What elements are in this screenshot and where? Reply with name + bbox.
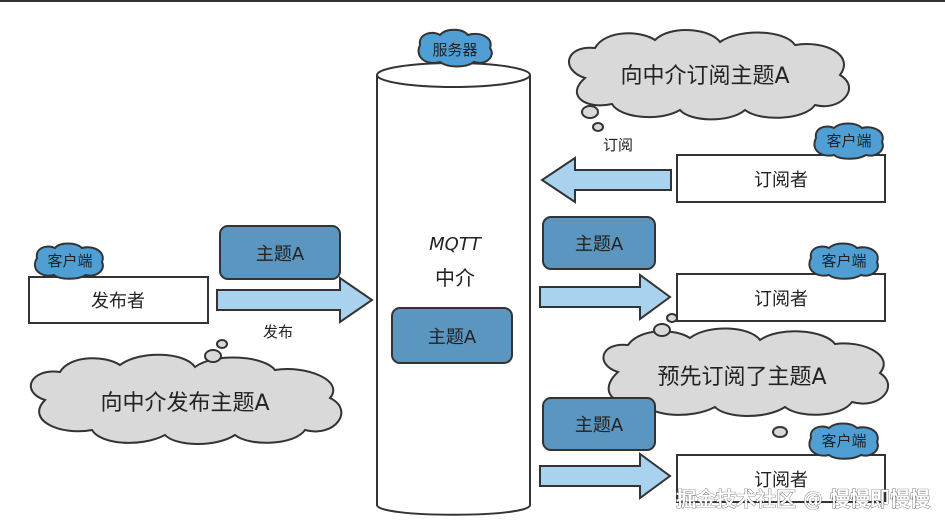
subscriber-2-box <box>676 273 886 322</box>
deliver-arrow-2 <box>539 273 672 321</box>
subscriber-2-topic-text: 主题A <box>575 234 624 255</box>
server-badge-text: 服务器 <box>432 41 477 59</box>
mqtt-server-cylinder: MQTT 中介 主题A <box>376 62 531 516</box>
deliver-arrow-3 <box>539 452 672 500</box>
subscriber-3-topic-text: 主题A <box>575 415 624 436</box>
preset-subscribe-thought-cloud: 预先订阅了主题A <box>602 313 890 438</box>
subscriber-2-client: 订阅者 客户端 <box>676 242 886 322</box>
subscriber-2-label: 订阅者 <box>754 289 808 310</box>
preset-subscribe-thought-text: 预先订阅了主题A <box>657 365 826 390</box>
subscribe-arrow <box>540 156 672 204</box>
subscriber-1-badge-text: 客户端 <box>826 132 871 150</box>
subscriber-1-label: 订阅者 <box>754 170 808 191</box>
publish-arrow <box>216 276 374 324</box>
subscriber-3-topic-packet: 主题A <box>542 397 656 451</box>
subscriber-3-client: 订阅者 客户端 <box>676 422 886 503</box>
subscriber-3-badge-cloud <box>808 422 879 460</box>
publisher-label: 发布者 <box>91 291 145 312</box>
publisher-badge-text: 客户端 <box>47 252 92 270</box>
subscriber-1-client: 订阅者 客户端 <box>676 122 886 203</box>
publish-action-label: 发布 <box>263 323 293 341</box>
subscriber-3-label: 订阅者 <box>754 470 808 491</box>
publisher-topic-text: 主题A <box>256 244 305 265</box>
server-name-line2: 中介 <box>435 266 475 290</box>
subscriber-2-badge-cloud <box>808 242 879 280</box>
subscribe-thought-cloud: 向中介订阅主题A <box>568 29 851 132</box>
publisher-badge-cloud <box>34 242 104 280</box>
subscribe-thought-text: 向中介订阅主题A <box>620 64 789 89</box>
server-badge: 服务器 <box>417 28 493 68</box>
subscriber-2-topic-packet: 主题A <box>542 216 656 270</box>
publisher-client: 发布者 客户端 <box>28 242 209 324</box>
server-topic-text: 主题A <box>428 327 477 348</box>
publish-thought-text: 向中介发布主题A <box>100 391 269 416</box>
publish-thought-cloud: 向中介发布主题A <box>29 339 343 445</box>
subscriber-2-badge-text: 客户端 <box>821 252 866 270</box>
server-topic-box <box>391 307 513 364</box>
server-name-line1: MQTT <box>429 234 483 255</box>
subscriber-3-badge-text: 客户端 <box>821 432 866 450</box>
subscriber-1-box <box>676 154 886 203</box>
subscriber-1-badge-cloud <box>813 122 884 160</box>
subscribe-action-label: 订阅 <box>603 136 633 154</box>
publisher-topic-packet: 主题A <box>219 225 341 280</box>
publisher-box <box>28 276 209 324</box>
watermark-text: 掘金技术社区 @ 慢慢即慢慢 <box>676 487 931 511</box>
subscriber-3-box <box>676 454 886 503</box>
